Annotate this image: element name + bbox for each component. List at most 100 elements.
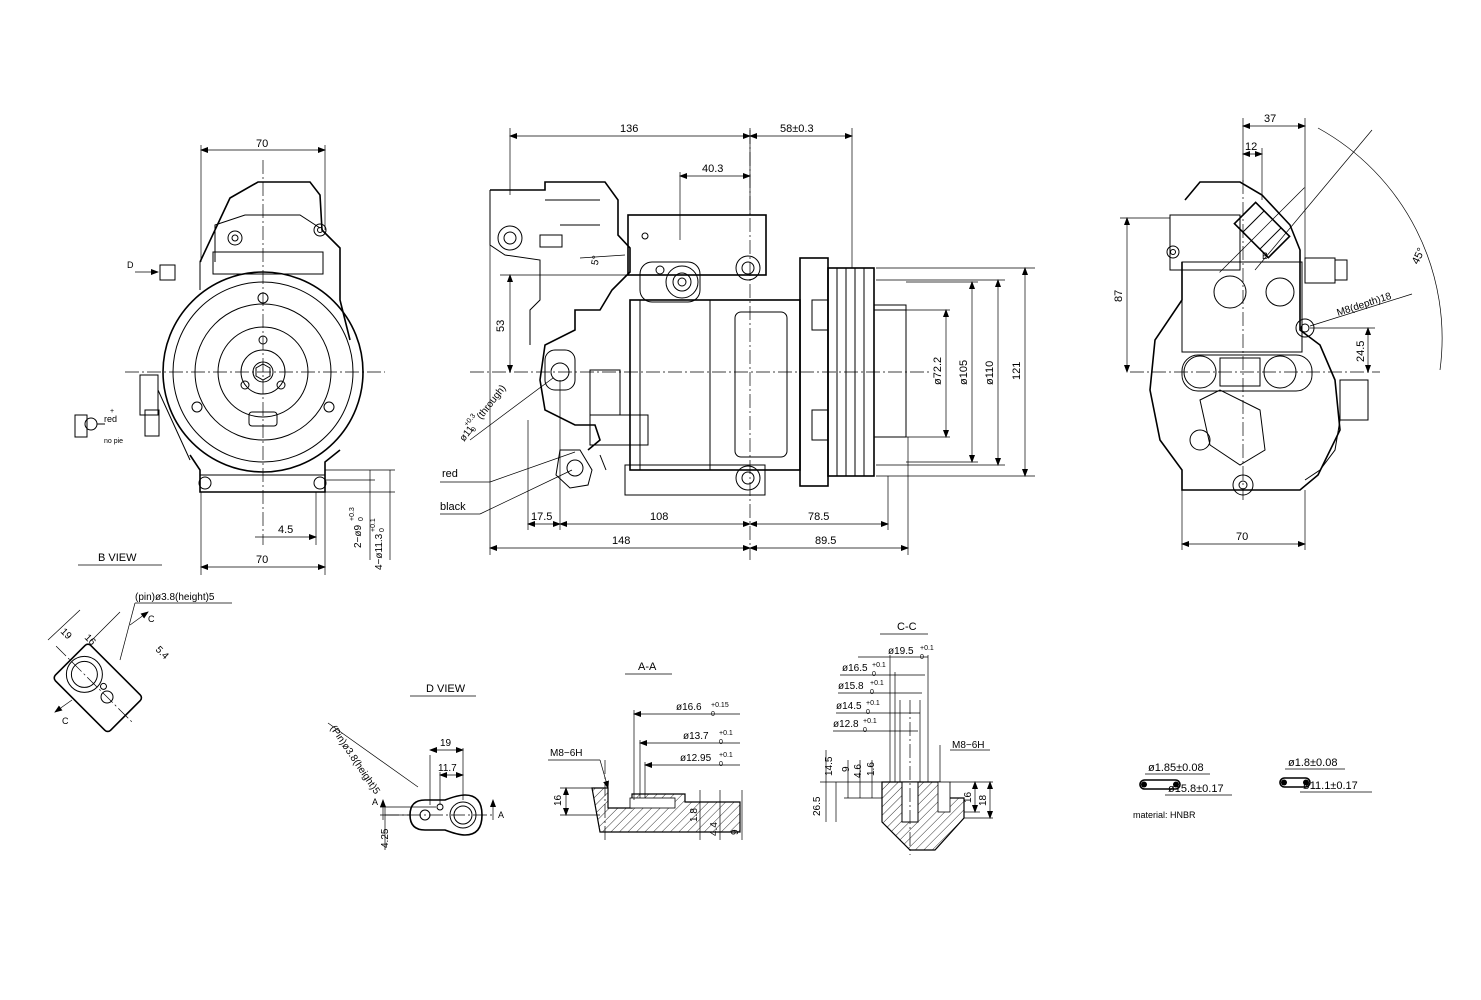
dim-hole-b-tol: +0.1	[370, 518, 377, 532]
dim-hole-a-tol2: 0	[358, 517, 365, 521]
cc-d19-tol2: 0	[920, 654, 924, 661]
cc-d12: ø12.8	[833, 719, 859, 730]
section-aa-title: A-A	[638, 661, 657, 673]
dim-hole-b-tol2: 0	[379, 528, 386, 532]
rear-view: B 45° 37 12 87 24.5 M8(depth)18 70	[1113, 113, 1443, 550]
dim-rear-70: 70	[1236, 531, 1248, 543]
b-view-title: B VIEW	[98, 552, 137, 564]
dim-121: 121	[1011, 362, 1023, 380]
aa-h16: 16	[553, 794, 564, 806]
wire-nopie-label: no pie	[104, 438, 123, 445]
d-view-11: 11.7	[438, 763, 457, 774]
cc-d19-tol: +0.1	[920, 645, 934, 652]
cc-d16-tol: +0.1	[872, 662, 886, 669]
aa-h44: 4.4	[709, 822, 720, 836]
cc-thread: M8−6H	[952, 740, 985, 751]
aa-d16: ø16.6	[676, 702, 702, 713]
dim-40: 40.3	[702, 163, 723, 175]
b-view: B VIEW (pin)ø3.8(height)5 19 16 5.4 C C	[47, 552, 232, 733]
aa-d13: ø13.7	[683, 731, 709, 742]
section-aa: A-A ø16.6 +0.15 0 ø13.7 +0.1 0 ø12.95 +0…	[548, 661, 743, 840]
dim-89: 89.5	[815, 535, 836, 547]
dim-hole-a-tol: +0.3	[349, 507, 356, 521]
dim-front-offset: 4.5	[278, 524, 293, 536]
d-view-a-right: A	[498, 810, 504, 820]
dim-72: ø72.2	[932, 357, 944, 385]
cc-h46: 4.6	[853, 764, 864, 778]
section-cc: C-C ø19.5 +0.1 0 ø16.5 +0.1 0 ø15.8 +0.1…	[812, 621, 993, 855]
cc-d14-tol2: 0	[866, 709, 870, 716]
cc-d16: ø16.5	[842, 663, 868, 674]
section-cc-title: C-C	[897, 621, 917, 633]
cc-h9: 9	[841, 766, 852, 772]
dim-136: 136	[620, 123, 638, 135]
dim-hole-b: 4−ø11.3	[374, 533, 385, 570]
d-view-pin: (Pin)ø3.8(height)5	[328, 724, 382, 797]
dim-hole-a: 2−ø9	[353, 524, 364, 548]
dim-87: 87	[1113, 290, 1125, 302]
front-view: D + red no pie 70 70 4.5	[74, 138, 395, 575]
d-view-a-left: A	[372, 797, 378, 807]
dim-37: 37	[1264, 113, 1276, 125]
thread-label: M8(depth)18	[1336, 291, 1394, 319]
aa-h9: 9	[730, 829, 741, 835]
cc-d15-tol2: 0	[870, 689, 874, 696]
aa-d12-tol2: 0	[719, 761, 723, 768]
cc-d14-tol: +0.1	[866, 700, 880, 707]
dim-53: 53	[495, 320, 507, 332]
aa-h18: 1.8	[689, 808, 700, 822]
b-view-54: 5.4	[153, 644, 171, 662]
aa-d16-tol2: 0	[711, 711, 715, 718]
dim-58: 58±0.3	[780, 123, 814, 135]
cc-d19: ø19.5	[888, 646, 914, 657]
dim-78: 78.5	[808, 511, 829, 523]
aa-d13-tol: +0.1	[719, 730, 733, 737]
dim-148: 148	[612, 535, 630, 547]
dim-12: 12	[1245, 141, 1257, 153]
dim-108: 108	[650, 511, 668, 523]
cc-h16: 16	[963, 791, 974, 803]
label-b: B	[1262, 251, 1268, 261]
oring-material: material: HNBR	[1133, 810, 1196, 820]
oring1-wire: ø1.85±0.08	[1148, 762, 1204, 774]
d-view-425: 4.25	[380, 828, 391, 848]
dim-17: 17.5	[531, 511, 552, 523]
aa-d16-tol: +0.15	[711, 702, 729, 709]
cc-h265: 26.5	[812, 796, 823, 816]
label-red: red	[442, 468, 458, 480]
aa-thread: M8−6H	[550, 748, 583, 759]
b-view-c-top: C	[148, 614, 155, 624]
dim-front-top: 70	[256, 138, 268, 150]
aa-d12-tol: +0.1	[719, 752, 733, 759]
cc-h145: 14.5	[824, 756, 835, 776]
cc-d16-tol2: 0	[872, 671, 876, 678]
cc-d12-tol: +0.1	[863, 718, 877, 725]
aa-d12: ø12.95	[680, 753, 712, 764]
b-view-pin: (pin)ø3.8(height)5	[135, 592, 215, 603]
dim-5deg: 5°	[590, 255, 602, 266]
hole-note: (through)	[475, 383, 509, 422]
oring1-id: ø15.8±0.17	[1168, 783, 1224, 795]
d-view-19: 19	[440, 738, 452, 749]
cc-h16a: 1.6	[866, 762, 877, 776]
dim-24: 24.5	[1355, 341, 1367, 362]
side-view: 136 58±0.3 40.3 5° 53 121 ø110 ø105 ø72.…	[440, 123, 1035, 560]
dim-front-bottom: 70	[256, 554, 268, 566]
d-view-title: D VIEW	[426, 683, 466, 695]
wire-plus: +	[110, 408, 114, 415]
cc-d15: ø15.8	[838, 681, 864, 692]
label-black: black	[440, 501, 466, 513]
cc-d12-tol2: 0	[863, 727, 867, 734]
dim-105: ø105	[958, 360, 970, 385]
cc-d15-tol: +0.1	[870, 680, 884, 687]
aa-d13-tol2: 0	[719, 739, 723, 746]
cc-d14: ø14.5	[836, 701, 862, 712]
o-rings: ø1.85±0.08 ø15.8±0.17 material: HNBR ø1.…	[1133, 757, 1372, 820]
hole-tol2: 0	[470, 426, 478, 433]
oring2-id: ø11.1±0.17	[1303, 780, 1358, 792]
b-view-c-bottom: C	[62, 716, 69, 726]
oring2-wire: ø1.8±0.08	[1288, 757, 1337, 769]
label-d: D	[127, 260, 134, 270]
